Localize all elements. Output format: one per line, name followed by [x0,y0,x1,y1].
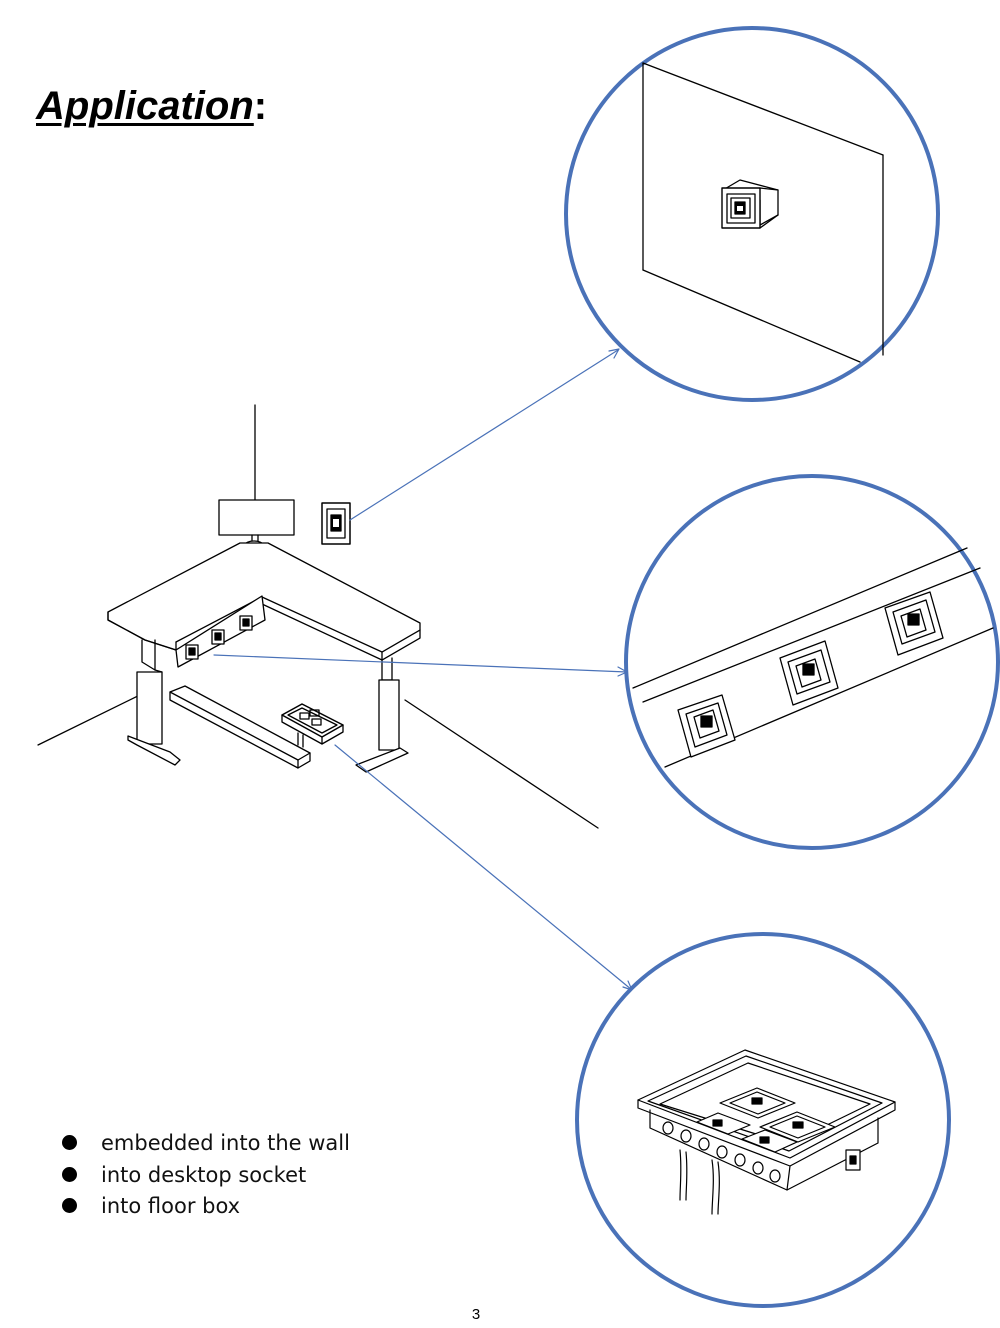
desk-scene [37,404,599,829]
callout-wall [564,26,940,402]
list-item-label: into desktop socket [101,1162,307,1187]
leader-line-desk [213,654,628,673]
desk-socket-1-icon [677,694,736,758]
desk-socket-3-icon [884,591,944,656]
wall-socket-icon [321,502,351,545]
floor-box-icon [281,703,344,748]
leader-line-wall [349,349,619,521]
list-item-label: into floor box [101,1194,241,1218]
list-item: into desktop socket [60,1160,350,1192]
bullet-icon [62,1166,77,1182]
callout-desk [624,474,1000,850]
floor-line-left [37,689,151,746]
desk-socket-2-icon [779,640,839,706]
l-desk-icon [107,542,421,773]
page-title-word: Application [36,84,254,128]
callout-floor [575,932,951,1308]
wall-panel [642,62,884,363]
bullet-icon [62,1198,77,1213]
list-item-label: embedded into the wall [101,1131,350,1155]
page-title: Application: [36,84,267,129]
list-item: embedded into the wall [60,1128,350,1160]
wall-box-detail-icon [721,179,779,229]
application-list: embedded into the wall into desktop sock… [60,1128,350,1223]
arrow-head-wall [608,348,620,359]
floor-line-right [404,699,599,829]
page-number: 3 [471,1306,481,1323]
floor-box-detail-icon [637,1049,896,1215]
leader-line-floor [334,744,633,991]
leader-lines [213,348,633,991]
monitor-icon [218,499,295,550]
page-title-colon: : [253,84,268,128]
bullet-icon [62,1135,77,1150]
list-item: into floor box [60,1191,350,1223]
